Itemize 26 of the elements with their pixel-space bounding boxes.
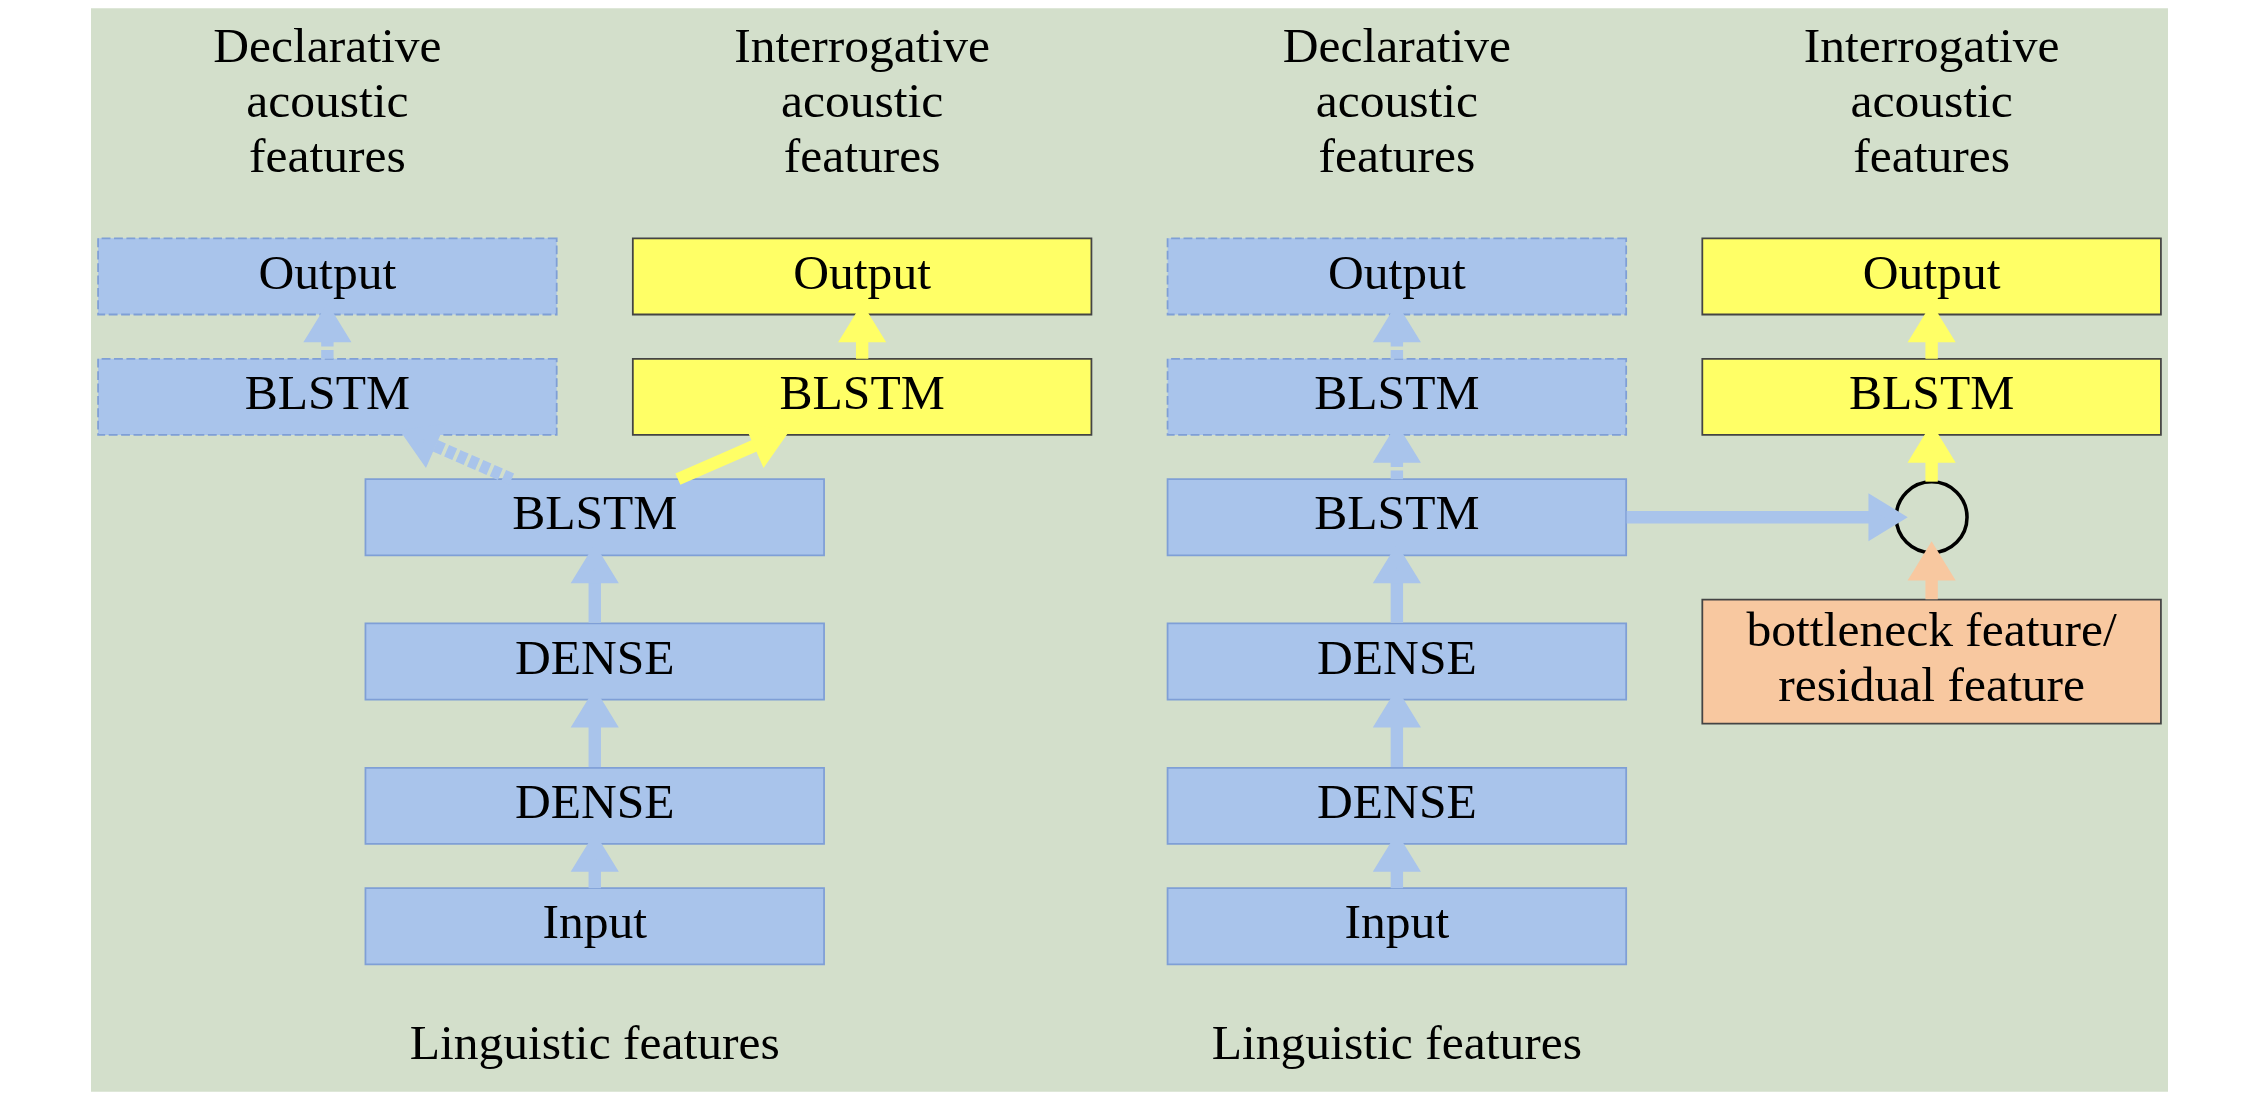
node-label: Linguistic features — [409, 1014, 780, 1070]
node-box: BLSTM — [96, 357, 558, 436]
node-box: DENSE — [1166, 766, 1627, 845]
node-box: DENSE — [1166, 622, 1627, 701]
label: Declarative acoustic features — [212, 18, 442, 183]
node-box: BLSTM — [1166, 357, 1627, 436]
node-box: DENSE — [364, 622, 825, 701]
label: Interrogative acoustic features — [1803, 18, 2060, 183]
node-box: DENSE — [364, 766, 825, 845]
node-box: BLSTM — [1166, 478, 1627, 557]
node-box: Input — [364, 887, 825, 966]
node-box: Output — [631, 237, 1092, 316]
node-box: Input — [1166, 887, 1627, 966]
node-box: BLSTM — [364, 478, 825, 557]
node-box: BLSTM — [1700, 357, 2162, 436]
node-label: Linguistic features — [1211, 1014, 1582, 1070]
node-box: bottleneck feature/ residual feature — [1700, 598, 2162, 725]
node-box: Output — [1700, 237, 2162, 316]
arrow — [1907, 541, 1956, 600]
node-box: Output — [1166, 237, 1627, 316]
arrow — [1626, 493, 1908, 542]
node-box: Output — [96, 237, 558, 316]
label: Interrogative acoustic features — [733, 18, 990, 183]
node-circle — [1893, 480, 1969, 555]
label: Declarative acoustic features — [1282, 18, 1511, 183]
node-box: BLSTM — [631, 357, 1092, 436]
